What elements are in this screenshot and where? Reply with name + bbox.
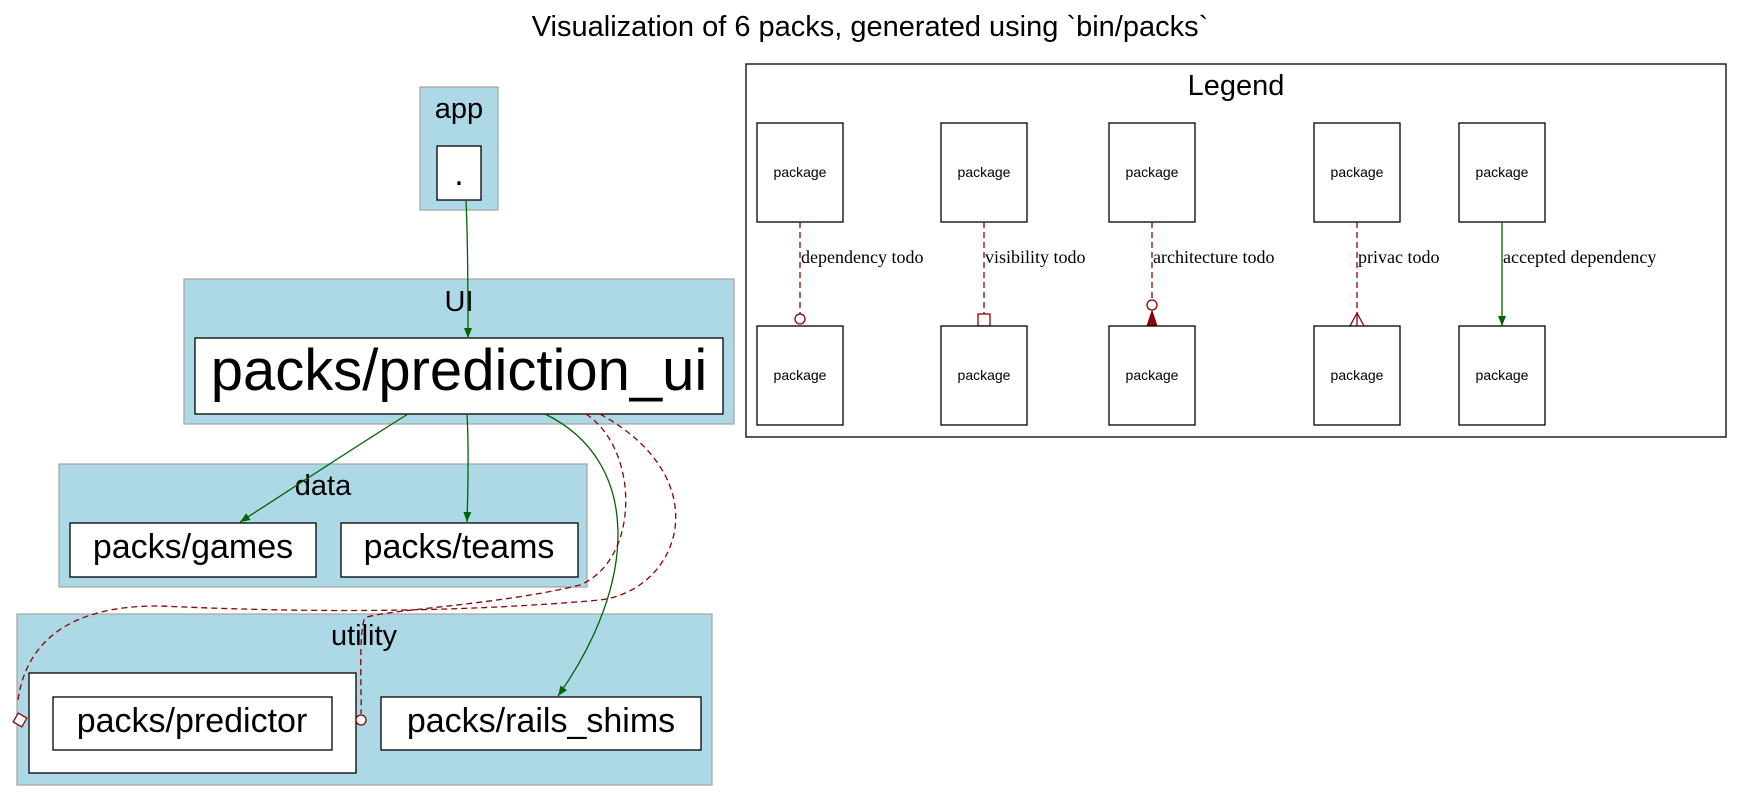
- diagram-title: Visualization of 6 packs, generated usin…: [532, 11, 1209, 43]
- legend-source-node: [940, 122, 1028, 223]
- legend-target-node: [1313, 325, 1401, 426]
- legend-source-node-label: package: [1476, 164, 1529, 180]
- edge-root-to-prediction-ui: [463, 200, 472, 339]
- package-node-prediction-ui[interactable]: packs/prediction_ui: [194, 337, 724, 415]
- package-node-root[interactable]: .: [436, 145, 482, 201]
- legend-item-visibility-todo: package visibility todo package: [940, 122, 1086, 426]
- legend-source-node: [756, 122, 844, 223]
- legend-source-node-label: package: [1126, 164, 1179, 180]
- legend-edge-label: accepted dependency: [1503, 247, 1656, 267]
- cluster-data: data packs/games packs/teams: [58, 463, 588, 588]
- legend-visibility-todo-head: [977, 313, 991, 327]
- legend-target-node-label: package: [1476, 367, 1529, 383]
- legend-architecture-todo-circle: [1146, 299, 1158, 311]
- legend-edge-label: visibility todo: [985, 247, 1086, 267]
- legend-target-node-label: package: [1331, 367, 1384, 383]
- cluster-utility-label: utility: [331, 620, 398, 652]
- legend-edge-label: dependency todo: [801, 247, 923, 267]
- edge-prediction-ui-to-teams: [463, 413, 472, 523]
- package-node-rails-shims[interactable]: packs/rails_shims: [380, 696, 702, 751]
- legend-edge-label: privac todo: [1358, 247, 1439, 267]
- legend: Legend package dependency todo package p…: [745, 63, 1727, 438]
- cluster-app: app .: [419, 86, 499, 211]
- legend-source-node: [1108, 122, 1196, 223]
- cluster-data-label: data: [295, 470, 352, 502]
- legend-target-node: [940, 325, 1028, 426]
- package-node-games[interactable]: packs/games: [69, 522, 317, 578]
- package-games-label: packs/games: [93, 528, 293, 566]
- edge-prediction-ui-to-predictor-visibility-todo: [17, 413, 677, 701]
- cluster-app-label: app: [435, 93, 483, 125]
- legend-source-node-label: package: [774, 164, 827, 180]
- cluster-ui-label: UI: [445, 286, 474, 318]
- edge-prediction-ui-to-predictor-dependency-todo: [360, 413, 627, 715]
- visibility-todo-box-head: [12, 712, 28, 728]
- package-predictor-label: packs/predictor: [77, 702, 308, 740]
- cluster-ui: UI packs/prediction_ui: [183, 278, 735, 425]
- legend-target-node-label: package: [774, 367, 827, 383]
- legend-source-node: [1313, 122, 1401, 223]
- edge-prediction-ui-to-games: [239, 413, 409, 523]
- legend-box: [745, 63, 1727, 438]
- legend-edge-label: architecture todo: [1153, 247, 1274, 267]
- legend-source-node-label: package: [1331, 164, 1384, 180]
- legend-item-architecture-todo: package architecture todo package: [1108, 122, 1274, 426]
- cluster-utility: utility packs/predictor packs/rails_shim…: [16, 613, 713, 786]
- legend-target-node: [1108, 325, 1196, 426]
- legend-source-node-label: package: [958, 164, 1011, 180]
- package-root-label: .: [454, 155, 463, 193]
- package-node-teams[interactable]: packs/teams: [340, 522, 579, 578]
- legend-item-dependency-todo: package dependency todo package: [756, 122, 923, 426]
- legend-privac-todo-crow-head: [1349, 311, 1365, 327]
- legend-target-node: [756, 325, 844, 426]
- graph-edges: [12, 200, 677, 728]
- legend-target-node-label: package: [958, 367, 1011, 383]
- package-node-predictor[interactable]: packs/predictor: [52, 696, 333, 751]
- legend-target-node: [1458, 325, 1546, 426]
- legend-dependency-todo-head: [794, 313, 806, 325]
- package-prediction-ui-label: packs/prediction_ui: [211, 338, 708, 403]
- package-rails-shims-label: packs/rails_shims: [407, 702, 675, 740]
- edge-prediction-ui-to-rails-shims: [544, 413, 619, 697]
- legend-item-accepted-dependency: package accepted dependency package: [1458, 122, 1656, 426]
- legend-item-privac-todo: package privac todo package: [1313, 122, 1439, 426]
- dependency-todo-circle-head: [355, 714, 367, 726]
- legend-title: Legend: [1188, 70, 1285, 102]
- legend-target-node-label: package: [1126, 367, 1179, 383]
- package-teams-label: packs/teams: [364, 528, 555, 566]
